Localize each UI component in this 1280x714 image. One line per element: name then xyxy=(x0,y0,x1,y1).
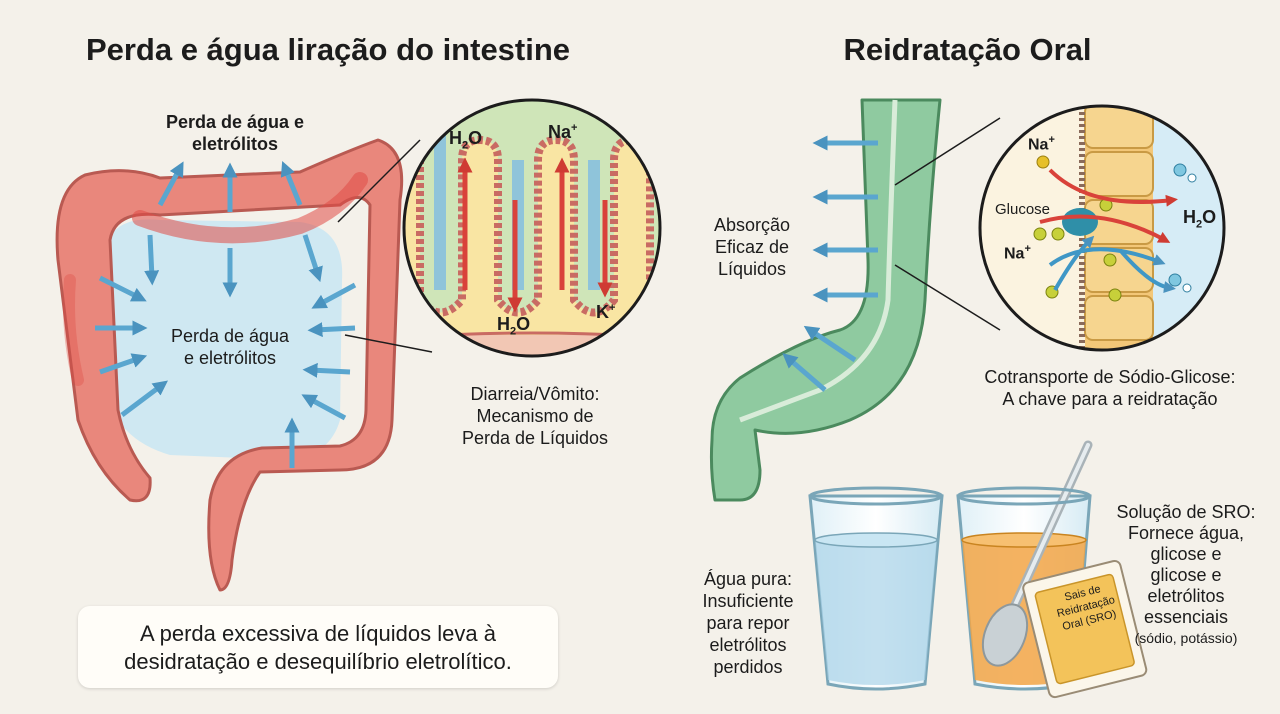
zoom-k: K+ xyxy=(596,302,616,322)
intestine-body xyxy=(709,98,942,502)
mechanism-label: Diarreia/Vômito: Mecanismo de Perda de L… xyxy=(461,384,609,448)
left-title: Perda e água liração do intestine xyxy=(85,32,571,67)
intestine-illustration xyxy=(709,98,942,502)
zoom-connector xyxy=(894,117,1001,186)
ors-label: Solução de SRO: Fornece água, glicose e … xyxy=(1116,502,1256,646)
zoom-connector xyxy=(344,334,433,353)
water-path xyxy=(1048,247,1166,267)
ors-sachet xyxy=(1022,559,1148,699)
summary-box: A perda excessiva de líquidos leva à des… xyxy=(78,606,558,688)
arrow xyxy=(307,322,356,338)
absorption-label: Absorção Eficaz de Líquidos xyxy=(713,215,791,279)
water-glass xyxy=(808,486,944,691)
summary-text: A perda excessiva de líquidos leva à des… xyxy=(124,621,512,674)
arrow xyxy=(302,234,323,283)
glucose-path xyxy=(1039,214,1171,243)
inflamed-region-2 xyxy=(63,274,84,386)
transporter-protein xyxy=(1062,208,1098,236)
zoom-connector xyxy=(894,264,1001,331)
arrow xyxy=(98,275,147,302)
cotransport-label: Cotransporte de Sódio-Glicose: A chave p… xyxy=(984,367,1236,409)
zoom-h2o-top: H2O xyxy=(449,128,483,152)
spoon-bowl xyxy=(981,603,1029,667)
zoom-na: Na+ xyxy=(548,122,578,142)
right-title: Reidratação Oral xyxy=(843,32,1092,67)
arrow xyxy=(301,394,347,421)
arrow xyxy=(782,353,827,392)
top-loss-label: Perda de água e eletrólitos xyxy=(165,112,305,154)
zoom-na-1: Na+ xyxy=(1028,134,1055,154)
arrow xyxy=(302,362,351,378)
pure-water-label: Água pura: Insuficiente para repor eletr… xyxy=(702,569,794,677)
zoom-h2o: H2O xyxy=(1183,207,1217,231)
villi-zoom xyxy=(402,98,662,358)
zoom-glucose: Glucose xyxy=(995,201,1051,218)
inflamed-region xyxy=(132,172,368,244)
na-path-2 xyxy=(1053,235,1095,291)
arrow xyxy=(803,325,857,363)
fluid-pool xyxy=(105,219,343,460)
arrow xyxy=(280,161,303,206)
center-loss-label: Perda de água e eletrólitos xyxy=(170,326,290,368)
zoom-h2o-bottom: H2O xyxy=(497,314,531,338)
arrow xyxy=(311,282,357,309)
na-path xyxy=(1048,168,1178,207)
arrow xyxy=(157,161,184,207)
water-path-2 xyxy=(1118,248,1176,294)
arrow xyxy=(144,234,160,286)
colon-illustration xyxy=(55,138,404,592)
zoom-na-2: Na+ xyxy=(1004,243,1031,263)
zoom-connector xyxy=(337,139,421,223)
arrow xyxy=(99,353,148,375)
arrow xyxy=(120,380,168,417)
